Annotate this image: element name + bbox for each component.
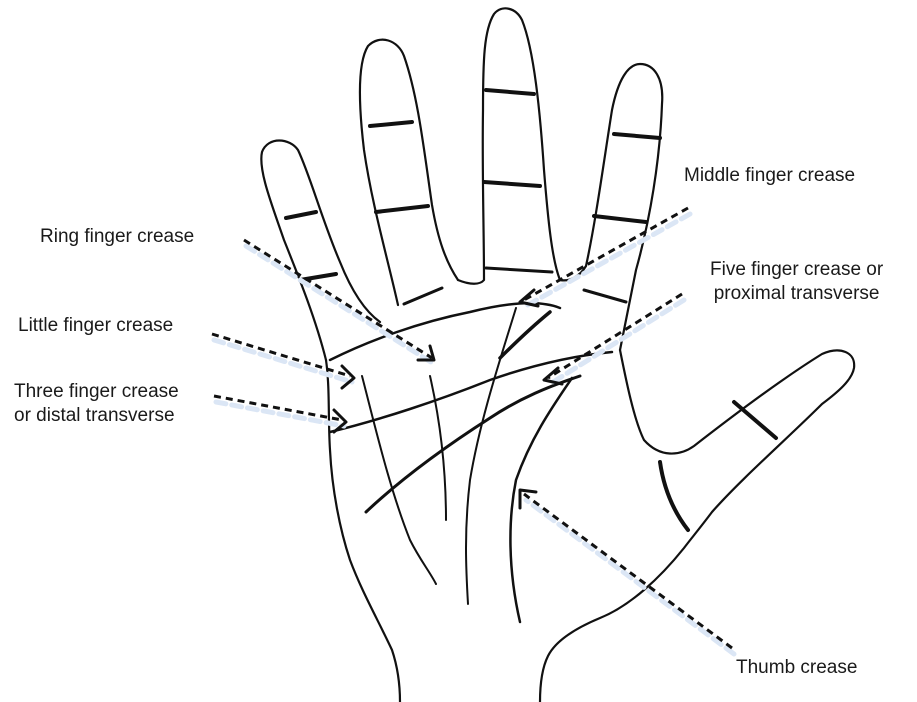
three-finger-crease-line1: Three finger crease [14,380,179,404]
pointers [212,208,734,654]
ring-finger-outline [360,40,458,305]
finger-joints [286,90,776,530]
little-joint-1 [286,212,316,218]
little-finger-outline [261,141,380,361]
ring-joint-3 [404,288,442,304]
thumb-crease-label: Thumb crease [736,656,857,680]
five-pointer-halo [550,300,684,384]
middle-joint-3 [486,268,552,272]
thumb-pointer-line [524,494,732,648]
middle-finger-outline [458,8,560,283]
little-finger-crease-label: Little finger crease [18,314,173,338]
thumb-crease-text: Thumb crease [736,656,857,680]
thumb-outline [540,350,854,702]
ring-finger-crease-label: Ring finger crease [40,225,194,249]
thumb-joint-1 [734,402,776,438]
little-pointer-line [212,334,350,376]
ring-joint-1 [370,122,412,126]
middle-pointer-halo [526,214,690,306]
index-joint-2 [594,216,646,222]
five-pointer-line [548,294,682,378]
palm-creases [330,303,612,622]
ring-finger-crease-text: Ring finger crease [40,225,194,249]
little-finger-crease-text: Little finger crease [18,314,173,338]
index-joint-1 [614,134,660,138]
middle-joint-2 [484,182,540,186]
little-pointer-halo [214,340,352,382]
index-joint-3 [584,290,626,302]
middle-joint-1 [486,90,534,94]
three-pointer-line [214,396,342,420]
three-finger-crease-label: Three finger crease or distal transverse [14,380,179,428]
middle-finger-crease-label: Middle finger crease [684,164,855,188]
three-pointer-halo [216,402,344,426]
ring-vertical-crease [362,376,436,584]
index-finger-outline [560,64,662,350]
ring-joint-2 [376,206,428,212]
three-finger-crease-line2: or distal transverse [14,404,179,428]
middle-finger-crease-text: Middle finger crease [684,164,855,188]
five-finger-crease-label: Five finger crease or proximal transvers… [710,258,883,306]
five-finger-crease-line1: Five finger crease or [710,258,883,282]
middle-vertical-crease [466,308,516,604]
thumb-joint-2 [660,462,688,530]
diagonal-palm-crease [366,376,580,512]
five-finger-crease-line2: proximal transverse [710,282,883,306]
hand-outline [261,8,854,702]
